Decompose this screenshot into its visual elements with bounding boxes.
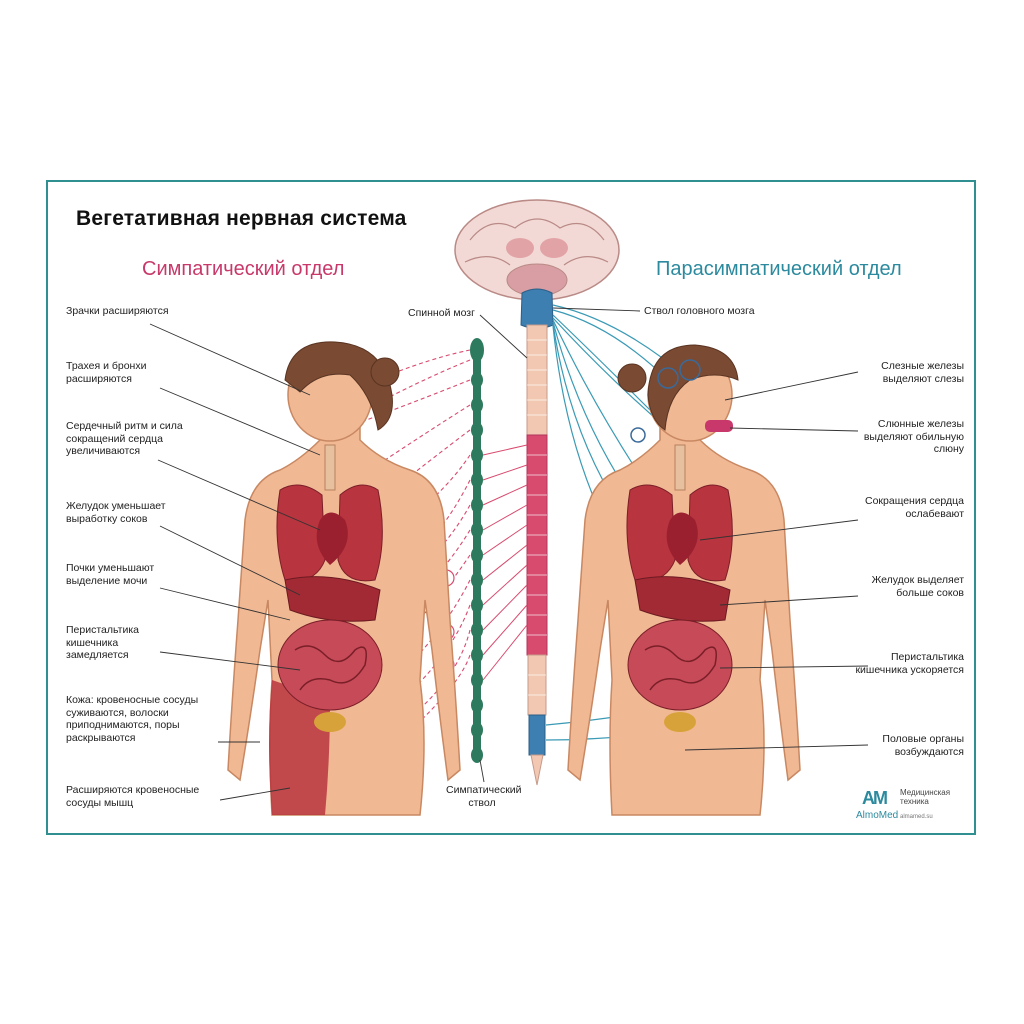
sympathetic-effect-heart: Сердечный ритм и сила сокращений сердца … [66,420,183,457]
parasympathetic-effect-saliva: Слюнные железы выделяют обильную слюну [863,418,964,455]
logo-mark-icon: AM [862,788,888,808]
right-figure-shape [567,344,801,816]
parasympathetic-effect-tears: Слезные железы выделяют слезы [881,360,964,385]
logo-subtitle: Медицинская техника [900,788,951,806]
sympathetic-effect-trachea: Трахея и бронхи расширяются [66,360,147,385]
parasympathetic-effect-heart: Сокращения сердца ослабевают [865,495,964,520]
parasympathetic-heading: Парасимпатический отдел [656,258,902,280]
brainstem-label: Ствол головного мозга [644,305,755,317]
sympathetic-effect-skin: Кожа: кровеносные сосуды суживаются, вол… [66,694,199,744]
spinal-cord-shape [526,324,548,786]
sympathetic-effect-pupils: Зрачки расширяются [66,305,169,317]
brainstem-shape [520,288,554,329]
parasympathetic-effect-intestine: Перистальтика кишечника ускоряется [855,651,964,676]
sympathetic-effect-muscles: Расширяются кровеносные сосуды мышц [66,784,200,809]
sympathetic-trunk-label: Симпатический ствол [446,784,522,809]
sympathetic-effect-intestine: Перистальтика кишечника замедляется [66,624,139,661]
logo-web: almamed.su [900,814,933,820]
brain-icon [454,199,620,301]
page-title: Вегетативная нервная система [76,207,407,230]
sympathetic-effect-kidneys: Почки уменьшают выделение мочи [66,562,155,587]
logo-name: AlmoMed [856,810,899,821]
left-figure-shape [227,341,461,816]
sympathetic-trunk-shape [470,338,484,763]
spinal-cord-label: Спинной мозг [408,307,475,319]
parasympathetic-effect-stomach: Желудок выделяет больше соков [871,574,964,599]
sympathetic-effect-stomach: Желудок уменьшает выработку соков [66,500,166,525]
sympathetic-heading: Симпатический отдел [142,258,345,280]
parasympathetic-effect-genitals: Половые органы возбуждаются [882,733,964,758]
